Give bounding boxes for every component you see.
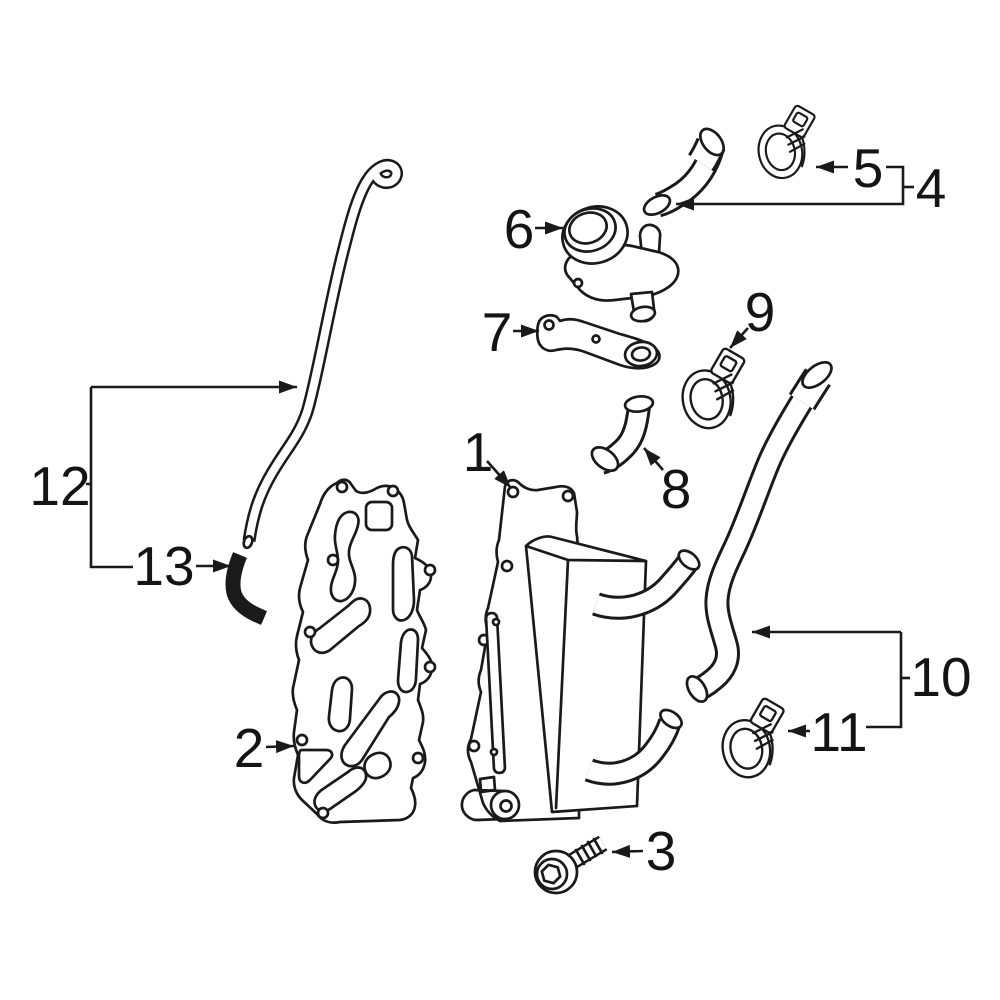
oil-cooler-bottom-fitting [460, 775, 521, 822]
callout-label-9: 9 [745, 281, 776, 343]
callout-label-4: 4 [916, 157, 947, 219]
hose-clamp-5 [752, 103, 817, 184]
oil-return-tube [242, 158, 403, 550]
support-bracket [535, 313, 661, 370]
hose-clamp-11 [716, 696, 786, 783]
elbow-hose-8 [590, 394, 655, 475]
callout-label-7: 7 [482, 301, 513, 363]
callout-label-5: 5 [853, 137, 884, 199]
callout-label-1: 1 [463, 421, 494, 483]
callout-label-13: 13 [133, 535, 194, 597]
callout-labels: 1 2 3 4 5 6 7 8 9 10 11 12 13 [29, 137, 971, 882]
engine-oil-cooler [460, 478, 701, 823]
callout-label-11: 11 [810, 701, 867, 763]
callout-label-12: 12 [29, 455, 90, 517]
gasket-bolt-holes [295, 480, 437, 820]
callout-lines [86, 160, 914, 858]
coolant-hose-10 [685, 361, 833, 703]
callout-label-8: 8 [661, 458, 692, 520]
coolant-outlet-housing [561, 205, 680, 323]
oil-cooler-gasket-plate [291, 478, 437, 824]
callout-label-2: 2 [234, 717, 265, 779]
callout-label-3: 3 [646, 820, 677, 882]
oil-cooler-pipes [584, 549, 701, 786]
housing-cap [561, 205, 629, 265]
flange-bolt [533, 835, 608, 895]
callout-label-6: 6 [504, 198, 535, 260]
callout-label-10: 10 [910, 646, 971, 708]
hose-clamp-9 [676, 346, 747, 434]
highlighted-bypass-hose [225, 552, 267, 625]
coolant-elbow-hose [642, 127, 726, 218]
